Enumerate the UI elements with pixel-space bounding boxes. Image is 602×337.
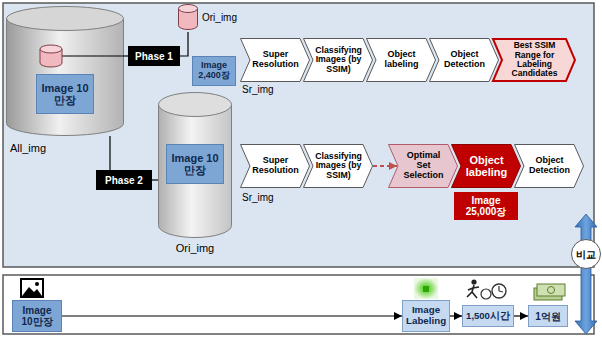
node-text: Object labeling [463, 154, 510, 178]
node-text: Super Resolution [252, 156, 299, 176]
connector [180, 32, 188, 56]
node-text: 비교 [575, 249, 598, 260]
node-text: Phase 1 [132, 51, 176, 62]
result-chevron: Best SSIM Range for Labeling Candidates [492, 38, 576, 82]
process-chevron: Object labeling [366, 38, 436, 82]
dataset-label: Sr_img [242, 84, 274, 95]
node-text: Image 2,400장 [196, 61, 232, 81]
node-text: 1,500시간 [466, 311, 510, 321]
node-text: Classifying Images (by SSIM) [315, 152, 362, 181]
connector [62, 315, 402, 316]
connector [109, 136, 110, 170]
selection-chevron: Optimal Set Selection [388, 144, 458, 188]
process-chevron: Object Detection [429, 38, 499, 82]
bottom-panel [3, 275, 594, 334]
compare-circle: 비교 [571, 239, 601, 269]
database-cylinder: All_img Image 10만장 [6, 6, 124, 154]
image-count-box: Image 2,400장 [192, 56, 236, 86]
node-text: Phase 2 [100, 175, 148, 186]
process-chevron: Super Resolution [240, 38, 310, 82]
dataset-label: Ori_img [158, 242, 232, 254]
dataset-label: Ori_img [202, 12, 237, 23]
image-count-box: Image 10만장 [166, 144, 224, 184]
database-cylinder: Ori_img Image 10만장 [158, 92, 232, 254]
connector [152, 179, 158, 180]
small-database-cylinder: Ori_img [178, 4, 242, 32]
phase-box: Phase 2 [96, 170, 152, 190]
time-icon [467, 279, 506, 299]
labeling-icon [414, 278, 438, 299]
node-text: Classifying Images (by SSIM) [315, 46, 362, 75]
cost-box: 1억원 [528, 305, 568, 327]
node-text: Super Resolution [252, 50, 299, 70]
node-text: Best SSIM Range for Labeling Candidates [504, 41, 565, 78]
node-text: Optimal Set Selection [400, 151, 447, 181]
top-panel [3, 3, 594, 267]
dataset-label: All_img [10, 142, 46, 154]
node-text: Image Labeling [406, 305, 446, 326]
node-text: Object Detection [441, 50, 488, 70]
node-text: 1억원 [532, 311, 564, 322]
image-count-box: Image 10만장 [12, 300, 62, 332]
process-chevron: Super Resolution [240, 144, 310, 188]
image-count-box: Image 25,000장 [454, 192, 518, 220]
node-text: Object labeling [378, 50, 425, 70]
node-text: Image 10만장 [16, 305, 58, 327]
money-icon [534, 284, 565, 300]
connector [514, 315, 528, 316]
picture-icon [21, 279, 43, 297]
node-text: Image 10만장 [170, 152, 220, 176]
time-box: 1,500시간 [462, 305, 514, 327]
node-text: Image 25,000장 [458, 195, 514, 217]
dataset-label: Sr_img [242, 192, 274, 203]
cylinder-shape [6, 6, 124, 136]
phase-box: Phase 1 [128, 46, 180, 66]
compare-double-arrow [575, 214, 597, 334]
cylinder-shape [178, 4, 198, 30]
labeling-box: Image Labeling [402, 300, 450, 332]
process-chevron: Classifying Images (by SSIM) [303, 38, 373, 82]
image-count-box: Image 10만장 [36, 74, 94, 114]
labeling-chevron: Object labeling [451, 144, 521, 188]
node-text: Image 10만장 [40, 82, 90, 106]
process-chevron: Object Detection [514, 144, 584, 188]
process-chevron: Classifying Images (by SSIM) [303, 144, 373, 188]
node-text: Object Detection [526, 156, 573, 176]
connector [373, 165, 397, 167]
connector [450, 315, 462, 316]
